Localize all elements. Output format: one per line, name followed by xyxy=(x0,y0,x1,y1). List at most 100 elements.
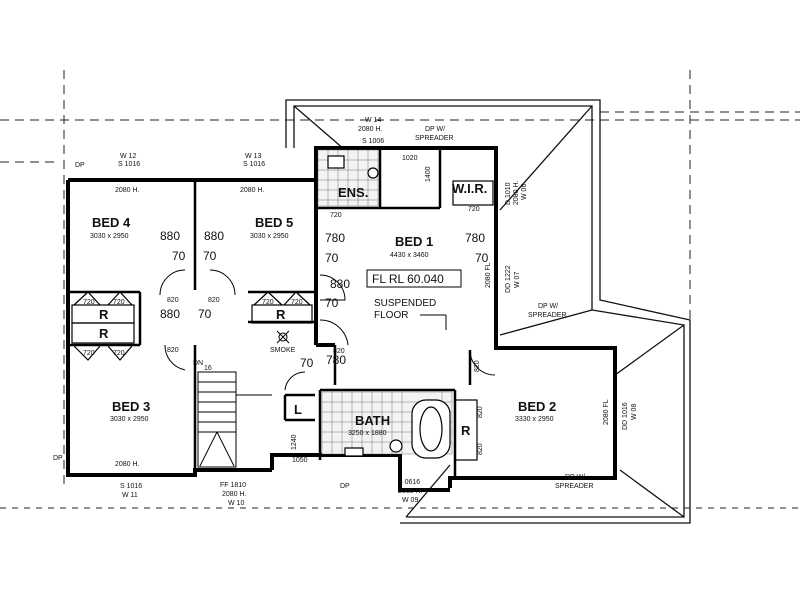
floor-note-line2: FLOOR xyxy=(374,310,408,321)
room-size-bath: 3250 x 1880 xyxy=(348,430,387,437)
window-w06: W 06 xyxy=(521,184,528,200)
window-d1010: D 1010 xyxy=(505,182,512,205)
window-s1016c: S 1016 xyxy=(120,483,142,490)
dim-820d: 820 xyxy=(333,348,345,355)
dim-880c: 880 xyxy=(330,277,350,291)
window-w12: W 12 xyxy=(120,153,136,160)
dim-720c: 720 xyxy=(83,350,95,357)
window-fl2080: 2080 FL xyxy=(485,262,492,288)
window-h2080-bed2: 2080 FL xyxy=(603,399,610,425)
room-name-bed3: BED 3 xyxy=(112,399,150,414)
dim-70g: 70 xyxy=(300,356,314,370)
dim-880d: 880 xyxy=(160,307,180,321)
window-h2080-bed4: 2080 H. xyxy=(115,187,140,194)
window-s1006: S 1006 xyxy=(362,138,384,145)
dim-780b: 780 xyxy=(465,231,485,245)
room-name-bed1: BED 1 xyxy=(395,234,433,249)
label-dpw2: DP W/ xyxy=(538,303,558,310)
window-w07: W 07 xyxy=(514,272,521,288)
dim-1400: 1400 xyxy=(425,166,432,182)
dim-70f: 70 xyxy=(198,307,212,321)
window-w11: W 11 xyxy=(122,492,138,499)
dim-720g: 720 xyxy=(330,212,342,219)
window-h2080-wir: 2080 H. xyxy=(513,180,520,205)
dim-720b: 720 xyxy=(113,299,125,306)
label-dpw3: DP W/ xyxy=(565,474,585,481)
window-h2080-bed5: 2080 H. xyxy=(240,187,265,194)
stairs xyxy=(197,371,272,468)
dim-780a: 780 xyxy=(325,231,345,245)
dim-820a: 820 xyxy=(167,297,179,304)
window-h2080-b: 2080 H. xyxy=(398,488,423,495)
dimension-labels: 880 880 70 70 780 780 70 70 880 70 880 7… xyxy=(83,155,489,464)
dim-70c: 70 xyxy=(325,251,339,265)
floor-level: FL RL 60.040 xyxy=(372,272,444,286)
dim-820b: 820 xyxy=(208,297,220,304)
room-size-bed3: 3030 x 2950 xyxy=(110,416,149,423)
label-spreader3: SPREADER xyxy=(555,483,594,490)
window-d1222: DD 1222 xyxy=(505,265,512,293)
fixtures xyxy=(327,155,494,459)
label-robe-r1: R xyxy=(99,307,109,322)
dim-16: 16 xyxy=(204,365,212,372)
room-size-bed5: 3030 x 2950 xyxy=(250,233,289,240)
label-dn: DN xyxy=(193,360,203,367)
window-d1016-bed2: DD 1016 xyxy=(622,402,629,430)
dim-820e: 820 xyxy=(474,360,481,372)
dim-70d: 70 xyxy=(475,251,489,265)
label-robe-r4: R xyxy=(461,423,471,438)
dim-70e: 70 xyxy=(325,296,339,310)
dim-820c: 820 xyxy=(167,347,179,354)
room-size-bed1: 4430 x 3460 xyxy=(390,252,429,259)
window-w13: W 13 xyxy=(245,153,261,160)
window-ff1810: FF 1810 xyxy=(220,482,246,489)
dim-70a: 70 xyxy=(172,249,186,263)
dim-70b: 70 xyxy=(203,249,217,263)
window-labels: W 12 S 1016 W 13 S 1016 W 14 2080 H. S 1… xyxy=(115,117,638,507)
dim-880b: 880 xyxy=(204,229,224,243)
robes xyxy=(71,291,478,461)
window-w08: W 08 xyxy=(631,404,638,420)
level-box: FL RL 60.040 xyxy=(366,269,462,288)
label-spreader2: SPREADER xyxy=(528,312,567,319)
misc-labels: DP DP DP DP W/ SPREADER DP W/ SPREADER D… xyxy=(53,126,594,490)
room-name-bath: BATH xyxy=(355,413,390,428)
window-h2080-14: 2080 H. xyxy=(358,126,383,133)
window-w14: W 14 xyxy=(365,117,381,124)
dim-1020: 1020 xyxy=(402,155,418,162)
dim-720h: 720 xyxy=(468,206,480,213)
label-spreader1: SPREADER xyxy=(415,135,454,142)
room-name-bed5: BED 5 xyxy=(255,215,293,230)
window-w09: W 09 xyxy=(402,497,418,504)
label-linen-l: L xyxy=(294,402,302,417)
label-dpw1: DP W/ xyxy=(425,126,445,133)
room-labels: BED 4 3030 x 2950 BED 5 3030 x 2950 BED … xyxy=(90,181,556,437)
interior-walls xyxy=(68,148,472,478)
roof-outline xyxy=(285,99,691,524)
dim-820f: 820 xyxy=(477,406,484,418)
dim-1240: 1240 xyxy=(291,434,298,450)
dim-720e: 720 xyxy=(262,299,274,306)
dim-820g: 820 xyxy=(477,443,484,455)
dim-1050: 1050 xyxy=(292,457,308,464)
room-size-bed2: 3330 x 2950 xyxy=(515,416,554,423)
door-swings xyxy=(159,269,496,391)
dim-720a: 720 xyxy=(83,299,95,306)
dim-720d: 720 xyxy=(113,350,125,357)
dim-780c: 780 xyxy=(326,353,346,367)
label-smoke: SMOKE xyxy=(270,347,296,354)
room-name-bed2: BED 2 xyxy=(518,399,556,414)
exterior-walls xyxy=(66,146,617,492)
window-s0616: S 0616 xyxy=(398,479,420,486)
window-s1016b: S 1016 xyxy=(243,161,265,168)
room-name-bed4: BED 4 xyxy=(92,215,131,230)
label-dp2: DP xyxy=(53,455,63,462)
label-robe-r2: R xyxy=(99,326,109,341)
window-w10: W 10 xyxy=(228,500,244,507)
room-name-ens: ENS. xyxy=(338,185,368,200)
window-s1016a: S 1016 xyxy=(118,161,140,168)
window-h2080-bed3: 2080 H. xyxy=(115,461,140,468)
window-h2080-10: 2080 H. xyxy=(222,491,247,498)
label-robe-r3: R xyxy=(276,307,286,322)
